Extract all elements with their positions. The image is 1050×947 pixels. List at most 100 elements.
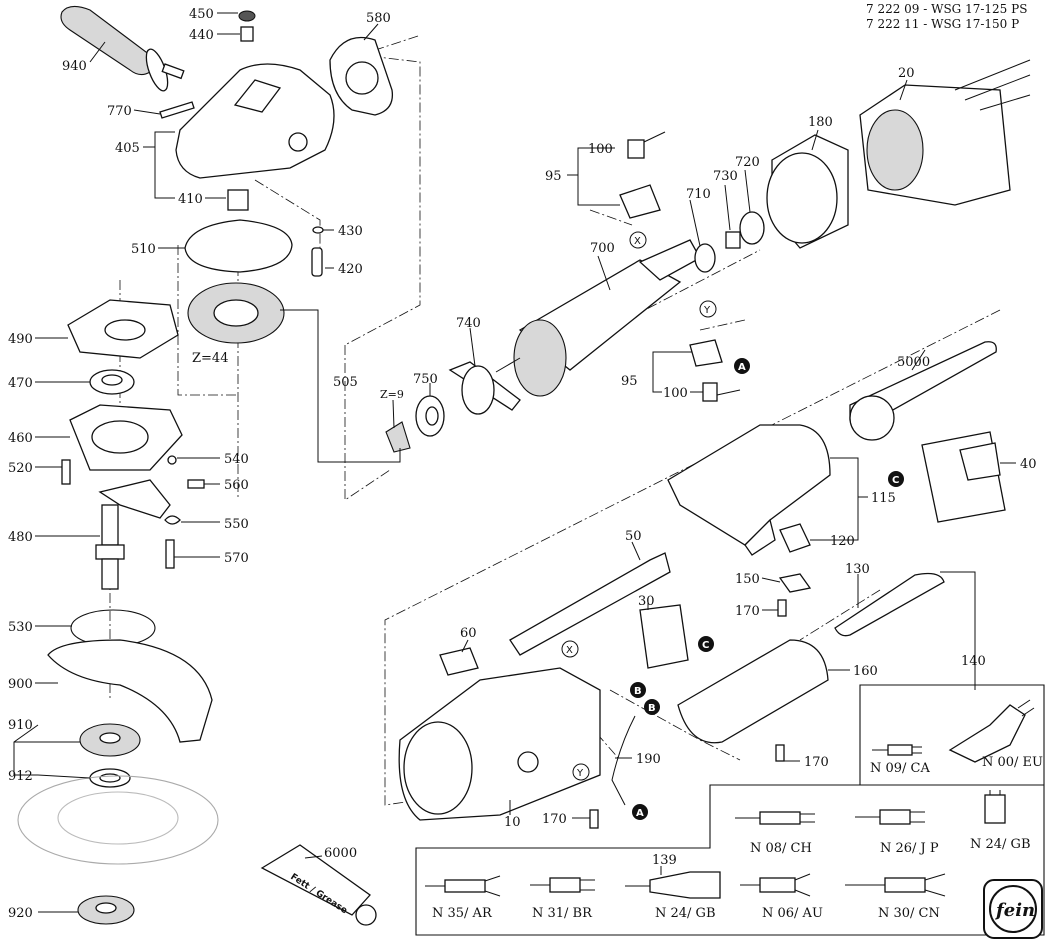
label-120: 120: [830, 534, 855, 549]
svg-text:N 31/ BR: N 31/ BR: [532, 906, 593, 921]
label-20: 20: [898, 66, 915, 81]
label-180: 180: [808, 115, 833, 130]
svg-text:A: A: [636, 808, 644, 819]
svg-text:N 35/ AR: N 35/ AR: [432, 906, 493, 921]
label-505: 505: [333, 375, 358, 390]
plug-gb-top: N 24/ GB: [970, 790, 1031, 852]
marker-x-top: X: [629, 231, 647, 249]
svg-text:X: X: [634, 236, 641, 247]
label-160: 160: [853, 664, 878, 679]
label-150: 150: [735, 572, 760, 587]
leader-lines: [13, 12, 1016, 913]
label-95-bottom: 95: [621, 374, 638, 389]
label-130: 130: [845, 562, 870, 577]
label-770: 770: [107, 104, 132, 119]
plug-ch: N 08/ CH: [735, 811, 815, 856]
svg-text:B: B: [634, 686, 642, 697]
plug-jp: N 26/ J P: [855, 809, 939, 856]
marker-y-top: Y: [699, 300, 717, 318]
marker-a-wire: A: [632, 804, 648, 820]
marker-b-1: B: [630, 682, 646, 698]
label-460: 460: [8, 431, 33, 446]
label-100-top: 100: [588, 142, 613, 157]
label-910: 910: [8, 718, 33, 733]
model-line-2: 7 222 11 - WSG 17-150 P: [866, 17, 1019, 31]
plug-br: N 31/ BR: [530, 877, 595, 921]
label-115: 115: [871, 491, 896, 506]
label-95-top: 95: [545, 169, 562, 184]
label-50: 50: [625, 529, 642, 544]
marker-a-armature: A: [734, 358, 750, 374]
label-900: 900: [8, 677, 33, 692]
svg-text:N 08/ CH: N 08/ CH: [750, 841, 812, 856]
label-170-b: 170: [804, 755, 829, 770]
label-410: 410: [178, 192, 203, 207]
label-139: 139: [652, 853, 677, 868]
fein-logo-icon: fein: [983, 879, 1043, 939]
label-710: 710: [686, 187, 711, 202]
label-570: 570: [224, 551, 249, 566]
label-740: 740: [456, 316, 481, 331]
svg-text:Y: Y: [576, 768, 584, 779]
connection-markers: A A B B C C: [630, 358, 904, 820]
plug-ca: N 09/ CA: [870, 744, 931, 776]
svg-text:A: A: [738, 362, 746, 373]
label-140: 140: [961, 654, 986, 669]
label-520: 520: [8, 461, 33, 476]
label-100-bottom: 100: [663, 386, 688, 401]
label-405: 405: [115, 141, 140, 156]
svg-text:B: B: [648, 703, 656, 714]
svg-text:N 24/ GB: N 24/ GB: [655, 906, 716, 921]
marker-c-switch: C: [698, 636, 714, 652]
label-920: 920: [8, 906, 33, 921]
part-number-labels: 450 440 580 940 770 405 410 430 420 510 …: [8, 7, 1037, 921]
label-420: 420: [338, 262, 363, 277]
svg-text:N 26/ J P: N 26/ J P: [880, 841, 939, 856]
svg-text:N 00/ EU: N 00/ EU: [982, 755, 1043, 770]
label-550: 550: [224, 517, 249, 532]
label-z9: Z=9: [380, 388, 404, 401]
label-580: 580: [366, 11, 391, 26]
label-560: 560: [224, 478, 249, 493]
label-450: 450: [189, 7, 214, 22]
label-510: 510: [131, 242, 156, 257]
svg-text:C: C: [702, 640, 709, 651]
plug-gb-bottom: N 24/ GB: [625, 871, 721, 921]
marker-c-module: C: [888, 471, 904, 487]
label-540: 540: [224, 452, 249, 467]
label-190: 190: [636, 752, 661, 767]
svg-text:X: X: [566, 645, 573, 656]
label-720: 720: [735, 155, 760, 170]
label-430: 430: [338, 224, 363, 239]
marker-y-bottom: Y: [572, 763, 590, 781]
marker-b-2: B: [644, 699, 660, 715]
label-730: 730: [713, 169, 738, 184]
label-700: 700: [590, 241, 615, 256]
svg-text:fein: fein: [994, 900, 1035, 921]
plug-ar: N 35/ AR: [425, 875, 501, 921]
plug-au: N 06/ AU: [740, 873, 823, 921]
plug-eu: N 00/ EU: [948, 699, 1043, 770]
label-10: 10: [504, 815, 521, 830]
label-480: 480: [8, 530, 33, 545]
marker-x-bottom: X: [561, 640, 579, 658]
label-440: 440: [189, 28, 214, 43]
label-40: 40: [1020, 457, 1037, 472]
plug-cn: N 30/ CN: [845, 873, 946, 921]
label-30: 30: [638, 594, 655, 609]
plug-variants-panel: N 09/ CA N 00/ EU N 08/ CH N 26/ J P: [415, 680, 1045, 936]
svg-text:N 30/ CN: N 30/ CN: [878, 906, 940, 921]
label-490: 490: [8, 332, 33, 347]
svg-text:N 24/ GB: N 24/ GB: [970, 837, 1031, 852]
label-6000: 6000: [324, 846, 357, 861]
label-z44: Z=44: [192, 351, 228, 366]
svg-text:N 06/ AU: N 06/ AU: [762, 906, 823, 921]
label-470: 470: [8, 376, 33, 391]
label-5000: 5000: [897, 355, 930, 370]
part-drawings: Fett / Grease: [17, 5, 1031, 926]
svg-text:C: C: [892, 475, 899, 486]
reference-markers: X Y X Y: [561, 231, 717, 781]
label-912: 912: [8, 769, 33, 784]
label-750: 750: [413, 372, 438, 387]
